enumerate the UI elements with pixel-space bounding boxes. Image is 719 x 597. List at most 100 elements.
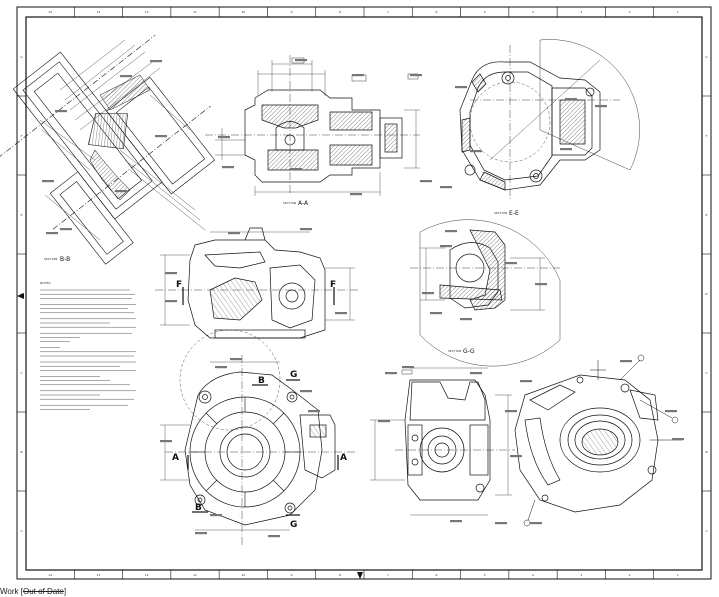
zone-letter: A <box>705 529 708 533</box>
dimension-callout <box>560 148 572 151</box>
dimension-callout <box>268 535 280 538</box>
section-ee-view <box>459 39 640 200</box>
side-view <box>370 367 515 516</box>
section-ee-label: E-E <box>509 210 519 217</box>
dimension-callout <box>470 372 482 375</box>
zone-number: 14 <box>48 573 52 577</box>
section-aa-prefix: SECTION <box>283 201 296 205</box>
cut-label-f-right: F <box>330 280 336 290</box>
dimension-callout <box>440 245 452 248</box>
zone-number: 8 <box>339 10 341 14</box>
cut-label-g-bottom: G <box>290 520 297 530</box>
zone-number: 13 <box>97 573 101 577</box>
zone-number: 8 <box>339 573 341 577</box>
dimension-callout <box>565 98 577 101</box>
dimension-callout <box>352 74 364 77</box>
dimension-callout <box>672 438 684 441</box>
dimension-callout <box>155 135 167 138</box>
dimension-callout <box>165 272 177 275</box>
zone-number: 12 <box>145 573 149 577</box>
zone-number: 10 <box>241 573 245 577</box>
cut-label-b-top: B <box>258 376 265 386</box>
cut-label-b-bottom: B <box>195 503 202 513</box>
dimension-callout <box>218 136 230 139</box>
bottom-view <box>160 329 355 545</box>
zone-letter: C <box>20 371 22 375</box>
status-bar: Work [Out of Date] <box>0 587 69 597</box>
zone-letter: F <box>21 134 23 138</box>
dimension-callout <box>150 60 162 63</box>
dimension-callout <box>445 230 457 233</box>
zone-letter: B <box>20 450 22 454</box>
zone-letter: E <box>21 213 23 217</box>
centering-mark-bottom <box>357 572 363 579</box>
zone-number: 14 <box>48 10 52 14</box>
section-bb-prefix: SECTION <box>44 257 57 261</box>
dimension-callout <box>420 180 432 183</box>
dimension-callout <box>505 262 517 265</box>
notes-title: NOTES: <box>40 281 51 285</box>
section-aa-view <box>205 55 420 196</box>
dimension-callout <box>350 193 362 196</box>
zone-number: 9 <box>291 573 293 577</box>
zone-number: 13 <box>97 10 101 14</box>
zone-number: 6 <box>435 573 437 577</box>
dimension-callout <box>46 232 58 235</box>
zone-number: 7 <box>387 10 389 14</box>
dimension-callout <box>665 410 677 413</box>
notes-lines <box>40 289 136 410</box>
dimension-callout <box>335 312 347 315</box>
section-gg-label: G-G <box>463 348 475 355</box>
dimension-callout <box>535 283 547 286</box>
dimension-callout <box>510 455 522 458</box>
dimension-callout <box>385 372 397 375</box>
dimension-callout <box>450 520 462 523</box>
isometric-view <box>514 354 682 527</box>
zone-letter: E <box>706 213 708 217</box>
status-prefix: Work [ <box>0 587 23 596</box>
dimension-callout <box>160 440 172 443</box>
dimension-callout <box>595 105 607 108</box>
dimension-callouts <box>42 59 684 538</box>
cut-label-a-right: A <box>340 453 347 463</box>
dimension-callout <box>165 300 177 303</box>
section-gg-prefix: SECTION <box>448 349 461 353</box>
dimension-callout <box>620 360 632 363</box>
dimension-callout <box>195 532 207 535</box>
dimension-callout <box>520 380 532 383</box>
dimension-callout <box>210 514 222 517</box>
front-view <box>155 227 360 339</box>
dimension-callout <box>422 292 434 295</box>
zone-number: 2 <box>629 10 631 14</box>
zone-letter: D <box>705 292 708 296</box>
dimension-callout <box>495 522 507 525</box>
cut-label-g-top: G <box>290 370 297 380</box>
dimension-callout <box>115 190 127 193</box>
dimension-callout <box>120 75 132 78</box>
dimension-callout <box>505 410 517 413</box>
dimension-callout <box>222 166 234 169</box>
section-ee-prefix: SECTION <box>494 211 507 215</box>
zone-number: 1 <box>677 573 679 577</box>
zone-number: 1 <box>677 10 679 14</box>
dimension-callout <box>215 366 227 369</box>
zone-number: 6 <box>435 10 437 14</box>
zone-number: 4 <box>532 10 534 14</box>
dimension-callout <box>308 410 320 413</box>
zone-number: 4 <box>532 573 534 577</box>
centering-mark-left <box>17 293 24 299</box>
zone-letter: B <box>705 450 707 454</box>
dimension-callout <box>530 522 542 525</box>
section-bb-label: B-B <box>60 256 70 263</box>
dimension-callout <box>430 312 442 315</box>
dimension-callout <box>228 232 240 235</box>
dimension-callout <box>402 366 414 369</box>
zone-number: 10 <box>241 10 245 14</box>
status-out-of-date: Out of Date <box>22 587 64 596</box>
zone-number: 12 <box>145 10 149 14</box>
zone-letter: C <box>705 371 707 375</box>
dimension-callout <box>295 59 307 62</box>
cut-label-a-left: A <box>172 453 179 463</box>
